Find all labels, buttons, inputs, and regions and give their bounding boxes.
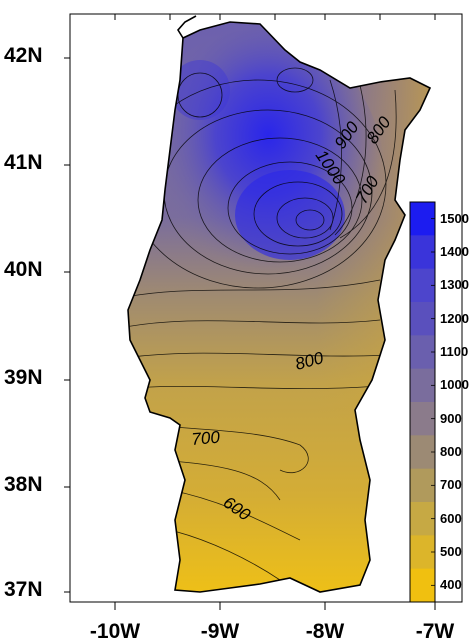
lat-label-42n: 42N bbox=[4, 44, 43, 67]
colorbar-label: 600 bbox=[440, 510, 462, 526]
lat-label-40n: 40N bbox=[4, 258, 43, 281]
colorbar bbox=[409, 201, 436, 603]
bottom-ticks bbox=[114, 602, 436, 610]
colorbar-segment bbox=[410, 468, 435, 503]
colorbar-border bbox=[409, 201, 436, 603]
spain-coast-fragment bbox=[177, 15, 197, 39]
colorbar-segment bbox=[410, 235, 435, 270]
colorbar-segment bbox=[410, 302, 435, 336]
lon-label-9w: -9W bbox=[200, 620, 240, 643]
colorbar-label: 500 bbox=[440, 544, 462, 559]
colorbar-label: 900 bbox=[440, 410, 462, 426]
contour-label-700-south: 700 bbox=[191, 428, 221, 449]
top-ticks bbox=[114, 14, 436, 20]
colorbar-segment bbox=[410, 568, 435, 603]
lon-label-10w: -10W bbox=[89, 620, 141, 643]
lon-label-7w: -7W bbox=[415, 620, 455, 643]
colorbar-segment bbox=[410, 268, 435, 303]
coastline bbox=[127, 21, 432, 593]
lat-label-37n: 37N bbox=[4, 578, 43, 601]
colorbar-label: 1500 bbox=[440, 210, 469, 226]
colorbar-label: 1300 bbox=[440, 277, 469, 293]
colorbar-label: 1200 bbox=[440, 310, 469, 326]
colorbar-segment bbox=[410, 535, 435, 570]
colorbar-segment bbox=[410, 435, 435, 470]
colorbar-label: 400 bbox=[440, 577, 462, 593]
colorbar-label: 800 bbox=[440, 444, 462, 459]
colorbar-label: 1100 bbox=[440, 344, 469, 359]
lat-label-41n: 41N bbox=[4, 151, 43, 174]
lon-label-8w: -8W bbox=[305, 620, 345, 643]
left-ticks bbox=[64, 57, 70, 593]
colorbar-segment bbox=[410, 202, 435, 236]
colorbar-segment bbox=[410, 502, 435, 536]
colorbar-label: 1400 bbox=[440, 244, 469, 259]
colorbar-label: 1000 bbox=[440, 377, 469, 393]
colorbar-segment bbox=[410, 402, 435, 436]
colorbar-segment bbox=[410, 368, 435, 403]
colorbar-segment bbox=[410, 335, 435, 370]
lat-label-39n: 39N bbox=[4, 366, 43, 389]
lat-label-38n: 38N bbox=[4, 473, 43, 496]
colorbar-label: 700 bbox=[440, 477, 462, 493]
